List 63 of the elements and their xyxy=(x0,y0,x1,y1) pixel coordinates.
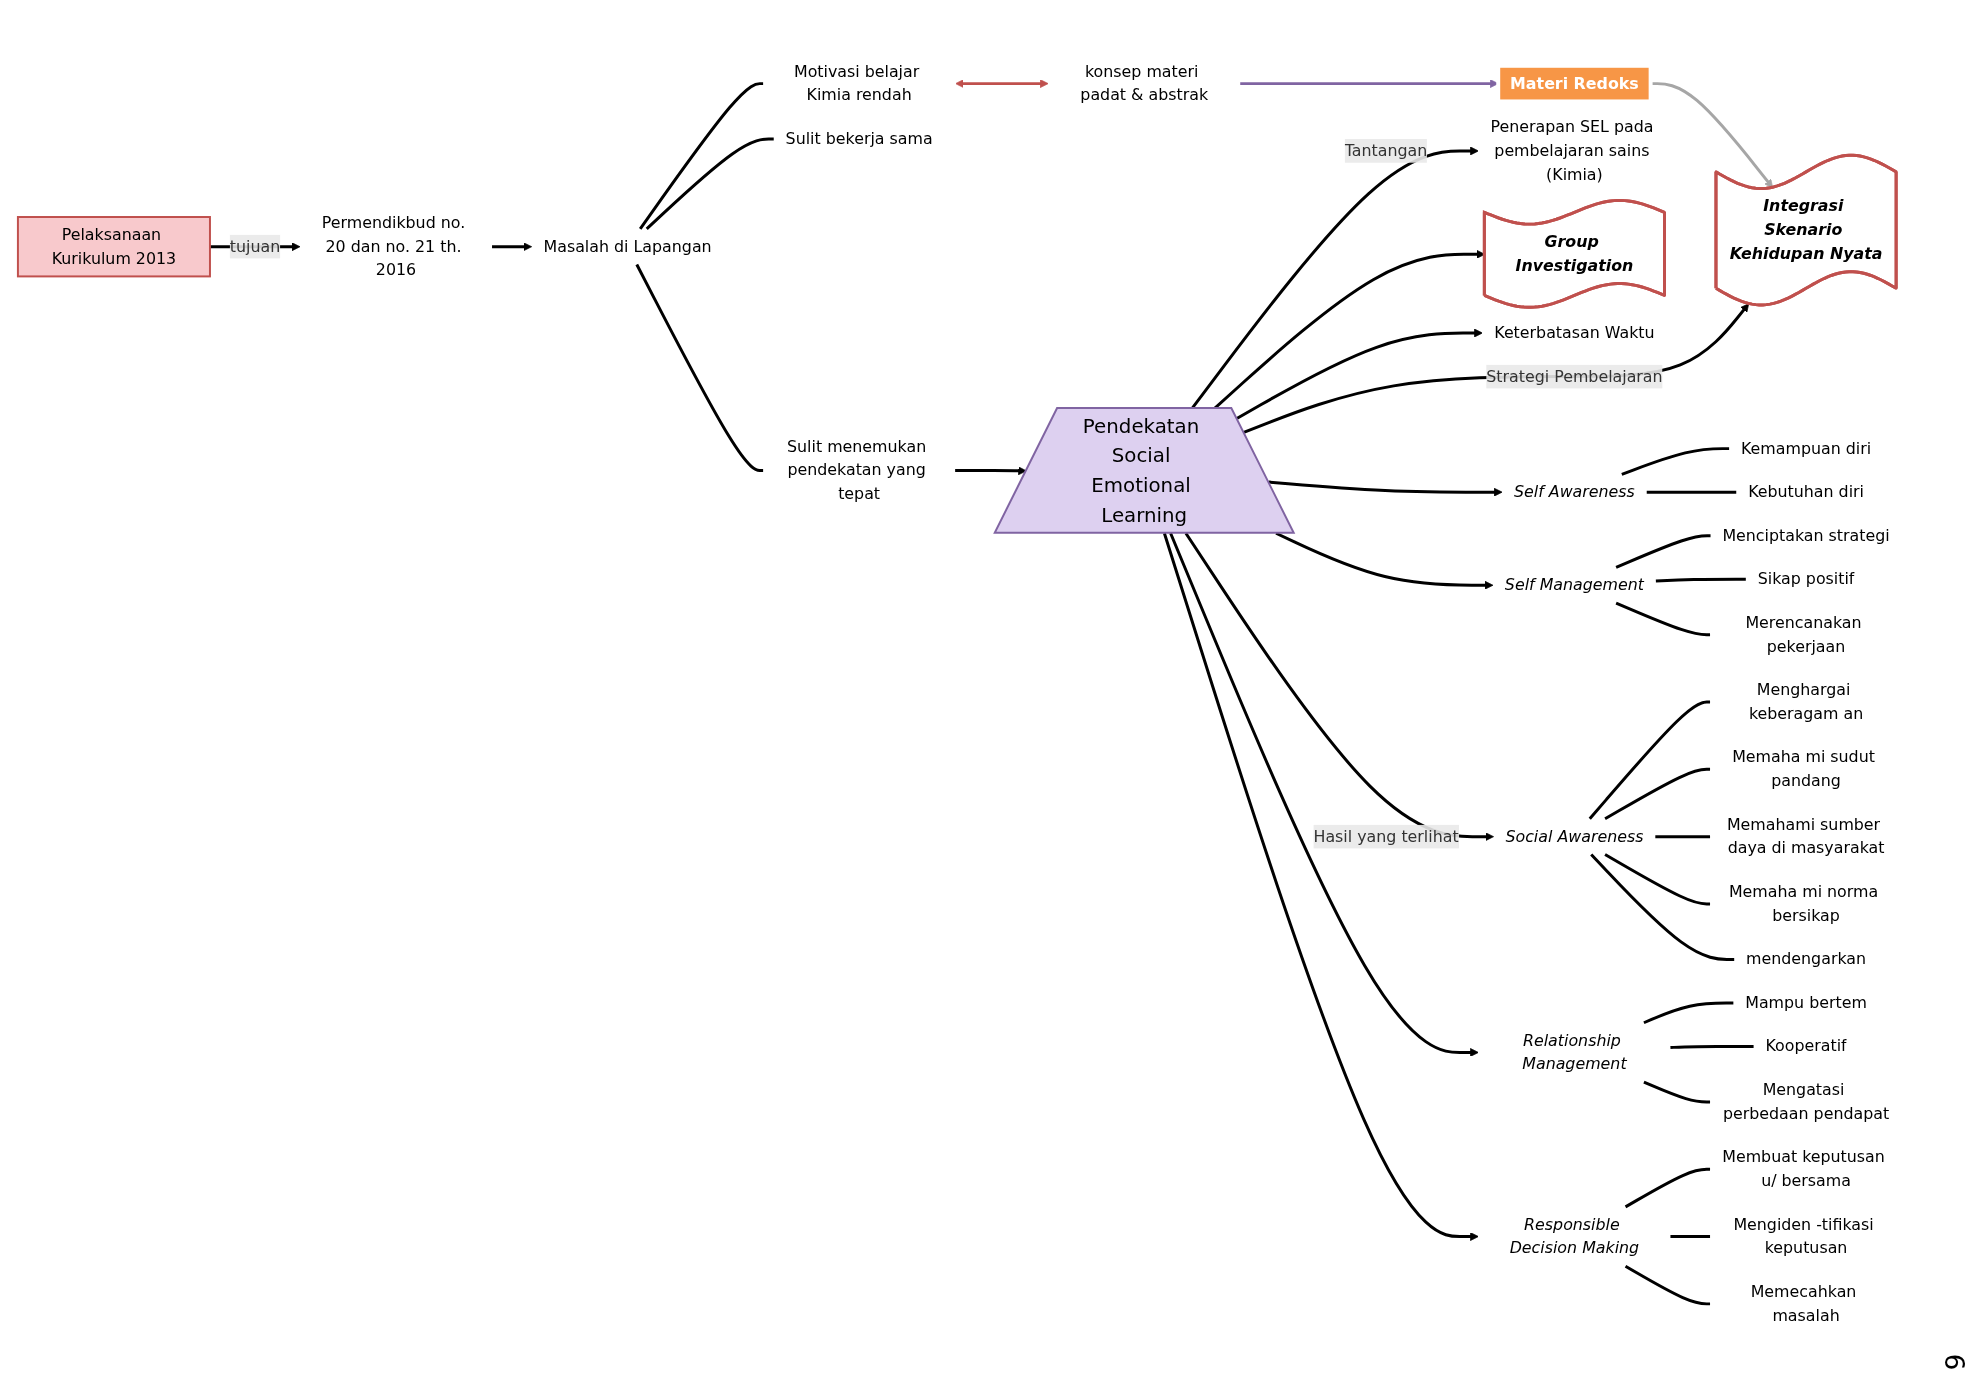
node-text: Masalah di Lapangan xyxy=(543,236,712,256)
arrow xyxy=(955,79,1049,88)
node-text: Permendikbud no. 20 dan no. 21 th. 2016 xyxy=(321,212,466,280)
node-text: Self Management xyxy=(1504,575,1644,594)
connector xyxy=(1588,700,1711,820)
node-text: Keterbatasan Waktu xyxy=(1494,322,1655,342)
page-number: 6 xyxy=(1939,1353,1970,1371)
connector xyxy=(639,81,764,230)
arrow xyxy=(1169,532,1479,1057)
node-text: Sikap positif xyxy=(1757,569,1855,588)
node-text: Memaha mi sudut pandang xyxy=(1732,747,1875,790)
node-text: Sulit menemukan pendekatan yang tepat xyxy=(787,436,927,503)
node-text: Kemampuan diri xyxy=(1740,438,1872,458)
edge-label: Tantangan xyxy=(1344,140,1428,160)
edge-label: tujuan xyxy=(229,236,281,256)
edge-label: Hasil yang terlihat xyxy=(1313,826,1459,846)
arrow xyxy=(1184,532,1494,841)
node-text: Sulit bekerja sama xyxy=(785,128,933,148)
node-text: Penerapan SEL pada pembelajaran sains (Kimia) xyxy=(1490,117,1654,184)
arrow xyxy=(1162,532,1479,1241)
node-text: Membuat keputusan u/ bersama xyxy=(1722,1147,1885,1190)
node-text: Mampu bertem xyxy=(1745,992,1867,1012)
node-text: Relationship Management xyxy=(1522,1030,1627,1073)
connector xyxy=(1643,1080,1711,1104)
connector xyxy=(1621,446,1730,476)
node-text: Mengiden -tifikasi keputusan xyxy=(1733,1214,1874,1258)
connector xyxy=(1655,834,1711,838)
connector xyxy=(1590,853,1735,961)
node-text: Memahami sumber daya di masyarakat xyxy=(1726,814,1885,858)
node-text: Memaha mi norma bersikap xyxy=(1728,881,1879,925)
node-text: Responsible Decision Making xyxy=(1509,1214,1640,1258)
node-text: Social Awareness xyxy=(1505,826,1644,846)
connector xyxy=(1646,490,1737,494)
node-text: Motivasi belajar Kimia rendah xyxy=(793,61,920,105)
arrow xyxy=(492,242,532,251)
arrow xyxy=(1236,328,1483,420)
node-box: Pelaksanaan Kurikulum 2013 xyxy=(16,215,211,278)
node-text: Self Awareness xyxy=(1514,482,1635,501)
connector xyxy=(1670,1044,1754,1049)
node-text: Menghargai keberagam an xyxy=(1748,680,1864,723)
arrow xyxy=(1243,303,1750,434)
edge-label: Strategi Pembelajaran xyxy=(1486,366,1663,386)
connector xyxy=(1624,1264,1711,1306)
connector xyxy=(1604,767,1711,820)
arrow xyxy=(955,466,1027,475)
connector xyxy=(635,263,764,472)
node-text: Memecahkan masalah xyxy=(1750,1281,1857,1325)
node-text: Kooperatif xyxy=(1765,1036,1847,1056)
node-text: Kebutuhan diri xyxy=(1748,482,1864,501)
node-text: konsep materi padat & abstrak xyxy=(1080,61,1209,105)
connector xyxy=(1655,577,1746,583)
node-text: mendengarkan xyxy=(1746,949,1867,969)
node-text: Menciptakan strategi xyxy=(1722,525,1890,545)
connector xyxy=(645,137,774,230)
connector xyxy=(1670,1234,1711,1238)
arrow xyxy=(1268,480,1503,497)
connector xyxy=(1643,1001,1734,1024)
connector xyxy=(1624,1167,1711,1208)
node-text: Mengatasi perbedaan pendapat xyxy=(1722,1079,1890,1123)
connector xyxy=(1615,601,1711,636)
connector xyxy=(1604,852,1711,906)
node-text: Merencanakan pekerjaan xyxy=(1745,612,1862,656)
connector xyxy=(1615,534,1711,569)
